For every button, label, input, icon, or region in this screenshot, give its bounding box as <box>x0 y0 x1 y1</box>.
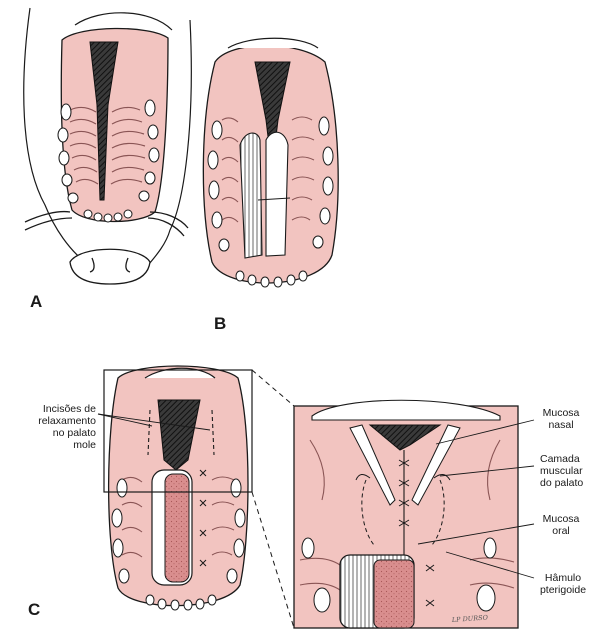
label-line: no palato <box>6 427 96 439</box>
label-line: relaxamento <box>6 415 96 427</box>
panel-a-drawing <box>24 8 192 284</box>
label-line: Camada <box>540 453 598 465</box>
label-muscle-layer: Camada muscular do palato <box>540 453 598 489</box>
label-line: Incisões de <box>6 403 96 415</box>
label-line: do palato <box>540 477 598 489</box>
flap-right-b <box>266 132 288 256</box>
panel-label-b: B <box>214 314 226 334</box>
label-line: muscular <box>540 465 598 477</box>
label-line: Mucosa <box>528 513 594 525</box>
label-line: Hâmulo <box>528 572 598 584</box>
label-line: oral <box>528 525 594 537</box>
label-line: mole <box>6 439 96 451</box>
label-line: pterigoide <box>528 584 598 596</box>
panel-b-drawing <box>203 38 338 287</box>
label-relaxing-incisions: Incisões de relaxamento no palato mole <box>6 403 96 451</box>
label-oral-mucosa: Mucosa oral <box>528 513 594 537</box>
label-nasal-mucosa: Mucosa nasal <box>528 407 594 431</box>
label-line: nasal <box>528 419 594 431</box>
nose-a <box>70 249 150 284</box>
panel-label-a: A <box>30 292 42 312</box>
label-pterygoid-hamulus: Hâmulo pterigoide <box>528 572 598 596</box>
label-line: Mucosa <box>528 407 594 419</box>
panel-label-c: C <box>28 600 40 620</box>
panel-c-drawing <box>104 366 294 628</box>
